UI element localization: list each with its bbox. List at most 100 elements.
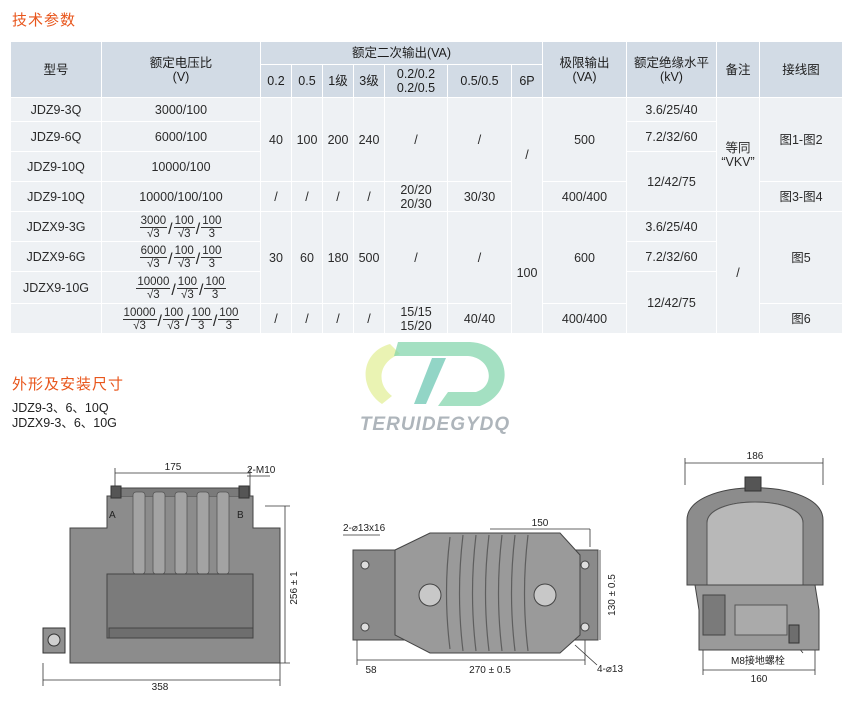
drawing-side-view: 186 M8接地螺栓 160	[684, 451, 824, 685]
cell-ratio: 10000/100	[101, 151, 261, 182]
cell-wiring: 图6	[759, 303, 843, 334]
cell-value: /	[447, 211, 512, 304]
cell-value: /	[322, 303, 354, 334]
section-title-tech-params: 技术参数	[12, 12, 77, 29]
label-holes-bottom: 4-⌀13	[597, 664, 623, 675]
cell-value: 200	[322, 97, 354, 182]
label-holes-top: 2-⌀13x16	[343, 523, 386, 534]
cell-model: JDZ9-3Q	[10, 97, 102, 122]
model-line: JDZX9-3、6、10G	[12, 416, 117, 430]
cell-value: /	[291, 181, 323, 212]
corner-hole	[360, 622, 370, 632]
mount-hole	[533, 583, 557, 607]
cell-value: 500	[353, 211, 385, 304]
cell-limit: 400/400	[542, 303, 627, 334]
rib	[196, 491, 210, 575]
rib	[216, 491, 230, 575]
cell-value: /	[322, 181, 354, 212]
cell-wiring: 图1-图2	[759, 97, 843, 182]
rib	[174, 491, 188, 575]
leader-holes-bottom	[574, 644, 598, 666]
cell-value: /	[384, 97, 448, 182]
label-dim-length: 270 ± 0.5	[469, 665, 511, 676]
cell-value: /	[291, 303, 323, 334]
cell-value: 240	[353, 97, 385, 182]
model-list: JDZ9-3、6、10Q JDZX9-3、6、10G	[12, 401, 117, 431]
cell-value: 180	[322, 211, 354, 304]
cell-model	[10, 303, 102, 334]
cell-value: 60	[291, 211, 323, 304]
cell-model: JDZ9-6Q	[10, 121, 102, 152]
terminal-bolt-b	[238, 485, 250, 499]
cell-value: 40	[260, 97, 292, 182]
cell-insulation: 7.2/32/60	[626, 241, 717, 272]
side-window	[706, 501, 804, 586]
cell-insulation: 3.6/25/40	[626, 211, 717, 242]
side-label-plate	[734, 604, 788, 636]
header-note: 备注	[716, 41, 760, 98]
rib-line	[497, 534, 503, 652]
cell-value: /	[260, 303, 292, 334]
header-model: 型号	[10, 41, 102, 98]
cell-limit: 500	[542, 97, 627, 182]
cell-model: JDZX9-6G	[10, 241, 102, 272]
rib	[152, 491, 166, 575]
drawing-front-view: 175 2-M10 A B 256 ± 1 358	[42, 462, 300, 693]
rib-line	[471, 534, 477, 652]
watermark-text: TERUIDEGYDQ	[360, 414, 510, 435]
label-dim-height: 256 ± 1	[289, 571, 300, 605]
side-terminal	[744, 476, 762, 492]
label-dim-height: 130 ± 0.5	[607, 574, 618, 616]
cell-value: /	[260, 181, 292, 212]
corner-hole	[580, 560, 590, 570]
header-ratio: 额定电压比(V)	[101, 41, 261, 98]
header-wiring: 接线图	[759, 41, 843, 98]
label-dim-base: 160	[751, 674, 768, 685]
label-dim-left: 58	[365, 665, 377, 676]
label-dim-width: 358	[152, 682, 169, 693]
cell-value: /	[353, 303, 385, 334]
cell-6p-bottom: 100	[511, 211, 543, 334]
terminal-hole	[47, 633, 61, 647]
rib-line	[458, 534, 464, 652]
rib-line	[510, 534, 516, 652]
cell-limit: 400/400	[542, 181, 627, 212]
cell-value: 30	[260, 211, 292, 304]
model-line: JDZ9-3、6、10Q	[12, 401, 109, 415]
cell-6p-top: /	[511, 97, 543, 212]
label-dim-top: 186	[747, 451, 764, 462]
header-insulation: 额定绝缘水平(kV)	[626, 41, 717, 98]
watermark-logo: TERUIDEGYDQ	[360, 342, 510, 435]
label-ground: M8接地螺栓	[731, 654, 785, 667]
cell-model: JDZX9-3G	[10, 211, 102, 242]
corner-hole	[580, 622, 590, 632]
cell-model: JDZ9-10Q	[10, 151, 102, 182]
section-title-dimensions: 外形及安装尺寸	[12, 376, 125, 393]
cell-insulation: 12/42/75	[626, 151, 717, 212]
subheader-0-5: 0.5	[291, 64, 323, 98]
logo-letter-d-stem	[414, 358, 446, 404]
cell-ratio: 3000/100	[101, 97, 261, 122]
cell-value: 30/30	[447, 181, 512, 212]
subheader-class-3: 3级	[353, 64, 385, 98]
cell-insulation: 3.6/25/40	[626, 97, 717, 122]
drawing-plan-view: 2-⌀13x16 150 130 ± 0.5 58 270 ± 0.5 4-⌀1…	[343, 518, 623, 676]
cell-value: /	[447, 97, 512, 182]
cell-wiring: 图3-图4	[759, 181, 843, 212]
label-dim-top: 150	[532, 518, 549, 529]
cell-limit: 600	[542, 211, 627, 304]
cell-value: /	[353, 181, 385, 212]
cell-value: 100	[291, 97, 323, 182]
cell-model: JDZ9-10Q	[10, 181, 102, 212]
cell-insulation: 12/42/75	[626, 271, 717, 334]
label-dim-top: 175	[165, 462, 182, 473]
rib-line	[523, 534, 529, 652]
cell-wiring: 图5	[759, 211, 843, 304]
cell-insulation: 7.2/32/60	[626, 121, 717, 152]
